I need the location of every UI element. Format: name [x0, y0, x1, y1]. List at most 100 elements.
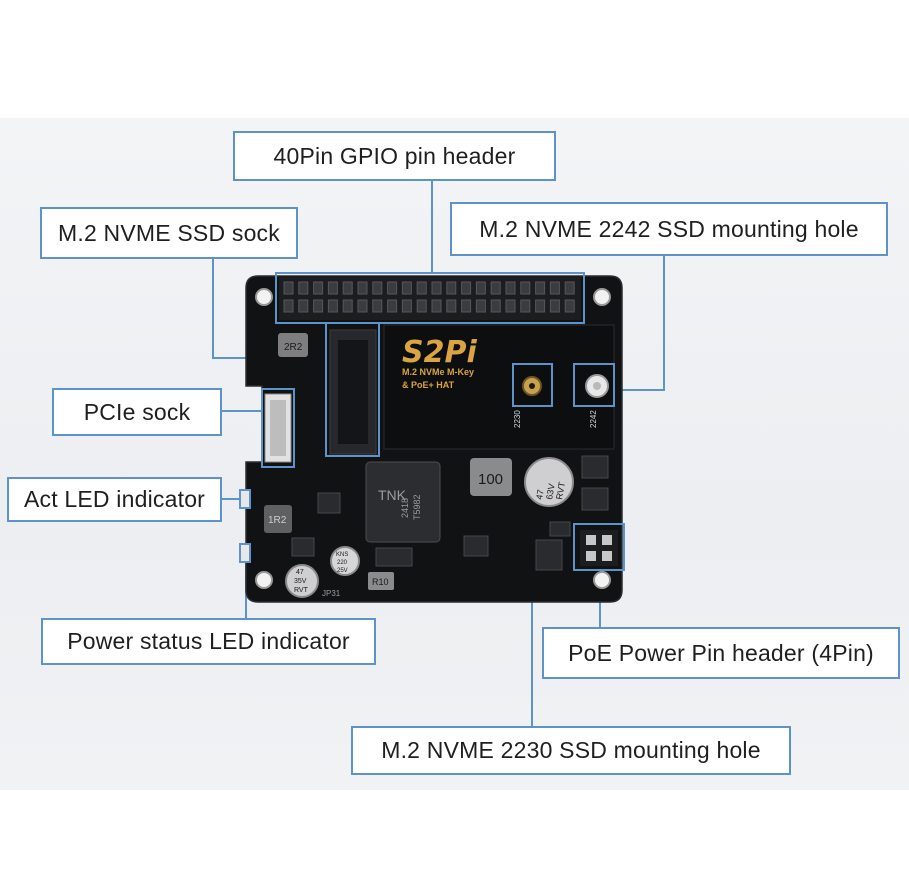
- gpio-pin: [475, 281, 486, 295]
- gpio-pin: [283, 299, 294, 313]
- capacitor-kns: [330, 546, 360, 576]
- ssd-area: [383, 324, 615, 450]
- gpio-pin: [446, 281, 457, 295]
- board-logo: S2Pi: [402, 335, 477, 370]
- cap-large-text-3: RVT: [554, 481, 567, 501]
- gpio-pin: [357, 299, 368, 313]
- hole-2242-center: [593, 382, 601, 390]
- gpio-pin: [535, 299, 546, 313]
- cap-small-text-1: 47: [296, 569, 304, 576]
- chip-line2: 2418: [400, 498, 410, 518]
- chip-g: [375, 547, 413, 567]
- gpio-pin: [387, 281, 398, 295]
- small-chips: [291, 455, 609, 571]
- act-led: [239, 489, 251, 509]
- cap-small-text-3: RVT: [294, 587, 309, 594]
- gpio-pin: [461, 281, 472, 295]
- poe-header: [580, 530, 618, 566]
- gpio-pin: [549, 299, 560, 313]
- power-led: [239, 543, 251, 563]
- gpio-pin: [298, 281, 309, 295]
- pcie-highlight: [261, 388, 295, 468]
- cap-kns-text-1: KNS: [336, 552, 348, 558]
- cap-small-text-2: 35V: [294, 578, 307, 585]
- corner-hole-bl: [255, 571, 273, 589]
- callout-power-led: Power status LED indicator: [41, 618, 376, 665]
- jp-label: JP31: [322, 589, 341, 598]
- chip-c: [581, 455, 609, 479]
- chip-e: [317, 492, 341, 514]
- callout-gpio-header: 40Pin GPIO pin header: [233, 131, 556, 181]
- cap-large-text-2: 63V: [544, 483, 557, 501]
- corner-hole-tl: [255, 288, 273, 306]
- chip-h: [549, 521, 571, 537]
- inductor-2r2: [278, 333, 308, 357]
- capacitor-small: [285, 564, 319, 598]
- gpio-highlight: [275, 272, 585, 324]
- board-subtitle-2: & PoE+ HAT: [402, 380, 455, 390]
- poe-pin-1: [586, 535, 596, 545]
- gpio-pin: [313, 281, 324, 295]
- poe-pin-4: [602, 551, 612, 561]
- inductor-1r2-label: 1R2: [268, 515, 287, 526]
- gpio-pin: [401, 281, 412, 295]
- gpio-pin: [327, 299, 338, 313]
- poe-pin-2: [602, 535, 612, 545]
- gpio-pin: [535, 281, 546, 295]
- gpio-pin: [416, 299, 427, 313]
- gpio-pin: [327, 281, 338, 295]
- m2-highlight: [325, 322, 380, 457]
- gpio-pin: [431, 299, 442, 313]
- cap-large-text-1: 47: [534, 489, 546, 501]
- gpio-pin: [505, 281, 516, 295]
- chip-top-label: TNK: [378, 487, 407, 503]
- callout-act-led: Act LED indicator: [7, 477, 222, 522]
- callout-ssd-sock: M.2 NVME SSD sock: [40, 207, 298, 259]
- resistor-r10-label: R10: [372, 577, 389, 587]
- gpio-pin: [357, 281, 368, 295]
- callout-hole-2230: M.2 NVME 2230 SSD mounting hole: [351, 726, 791, 775]
- cap-kns-text-3: 25V: [337, 568, 348, 574]
- chip-line3: T5982: [412, 494, 422, 520]
- gpio-pin: [520, 299, 531, 313]
- gpio-pins: [283, 281, 575, 313]
- m2-socket-slot: [338, 340, 368, 444]
- inductor-100: [470, 458, 512, 496]
- gpio-pin: [490, 299, 501, 313]
- gpio-pin: [313, 299, 324, 313]
- chip-d: [581, 487, 609, 511]
- inductor-100-label: 100: [478, 471, 503, 488]
- chip-f: [291, 537, 315, 557]
- gpio-pin: [416, 281, 427, 295]
- gpio-pin: [446, 299, 457, 313]
- board-subtitle-1: M.2 NVMe M-Key: [402, 367, 474, 377]
- gpio-pin: [564, 281, 575, 295]
- callout-pcie-sock: PCIe sock: [52, 388, 222, 436]
- leader-hole-2242: [614, 255, 665, 391]
- poe-pins: [586, 535, 612, 561]
- gpio-pin: [283, 281, 294, 295]
- resistor-r10: [368, 572, 394, 590]
- gpio-pin: [401, 299, 412, 313]
- gpio-pin: [490, 281, 501, 295]
- hole-2242-label: 2242: [589, 410, 598, 428]
- hole-2230-label: 2230: [513, 410, 522, 428]
- gpio-pin: [298, 299, 309, 313]
- gpio-pin: [461, 299, 472, 313]
- capacitor-large: [524, 457, 574, 507]
- corner-holes: [255, 288, 611, 589]
- callout-poe-header: PoE Power Pin header (4Pin): [542, 627, 900, 679]
- pcie-connector-inner: [270, 400, 286, 456]
- power-inductor: [365, 461, 441, 543]
- gpio-pin: [475, 299, 486, 313]
- corner-hole-br: [593, 571, 611, 589]
- gpio-pin: [549, 281, 560, 295]
- gpio-pin: [372, 299, 383, 313]
- callout-hole-2242: M.2 NVME 2242 SSD mounting hole: [450, 202, 888, 256]
- inductor-2r2-label: 2R2: [284, 342, 303, 353]
- gpio-pin: [564, 299, 575, 313]
- hole-2230-center: [529, 383, 535, 389]
- poe-pin-3: [586, 551, 596, 561]
- gpio-pin: [387, 299, 398, 313]
